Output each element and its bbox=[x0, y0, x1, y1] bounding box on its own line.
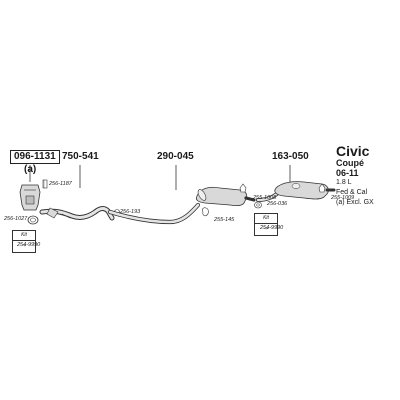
vehicle-years: 06-11 bbox=[336, 168, 359, 178]
vehicle-note: (a) Excl. GX bbox=[336, 199, 374, 206]
kit-icon: ⇢ bbox=[263, 226, 269, 232]
kit-icon: ⇢ bbox=[21, 243, 27, 249]
clamp-256-1027 bbox=[27, 215, 39, 225]
vehicle-model: Civic bbox=[336, 143, 370, 159]
part-number-rear-muffler: 163-050 bbox=[272, 151, 309, 162]
rear-muffler bbox=[256, 181, 336, 202]
label-256-1187: 256-1187 bbox=[49, 181, 72, 187]
kit-box-left: Kit ⇢ bbox=[12, 230, 36, 253]
label-254-9990-b: 254-9990 bbox=[260, 225, 284, 231]
kit-label: Kit bbox=[13, 231, 35, 241]
label-255-1008: 255-1008 bbox=[253, 195, 277, 201]
hanger-255-1009 bbox=[318, 183, 326, 193]
part-number-front-pipe: 750-541 bbox=[62, 151, 99, 162]
front-pipe bbox=[39, 206, 115, 221]
part-number-center-muffler: 290-045 bbox=[157, 151, 194, 162]
part-number-catalytic: 096-1131 bbox=[10, 150, 60, 164]
label-256-193: 256-193 bbox=[120, 209, 141, 215]
vehicle-body: Coupé bbox=[336, 158, 364, 168]
catalytic-note: (a) bbox=[24, 164, 37, 175]
gasket-256-1187 bbox=[42, 179, 48, 189]
kit-label: Kit bbox=[255, 214, 277, 224]
label-256-1027: 256-1027 bbox=[4, 216, 28, 222]
label-255-1009: 255-1009 bbox=[331, 195, 355, 201]
clamp-256-036 bbox=[254, 201, 262, 209]
kit-box-right: Kit ⇢ bbox=[254, 213, 278, 236]
rubber-hanger-255-145 bbox=[202, 207, 209, 217]
label-255-145: 255-145 bbox=[214, 217, 235, 223]
vehicle-engine: 1.8 L bbox=[336, 179, 352, 186]
vehicle-info: Civic Coupé 06-11 1.8 L Fed & Cal (a) Ex… bbox=[336, 144, 400, 208]
label-254-9990-a: 254-9990 bbox=[17, 242, 41, 248]
vehicle-market: Fed & Cal bbox=[336, 189, 368, 196]
hanger-255-1008 bbox=[239, 183, 247, 193]
center-pipe-muffler bbox=[107, 186, 256, 225]
catalytic-converter bbox=[19, 184, 41, 211]
label-256-036: 256-036 bbox=[267, 201, 288, 207]
